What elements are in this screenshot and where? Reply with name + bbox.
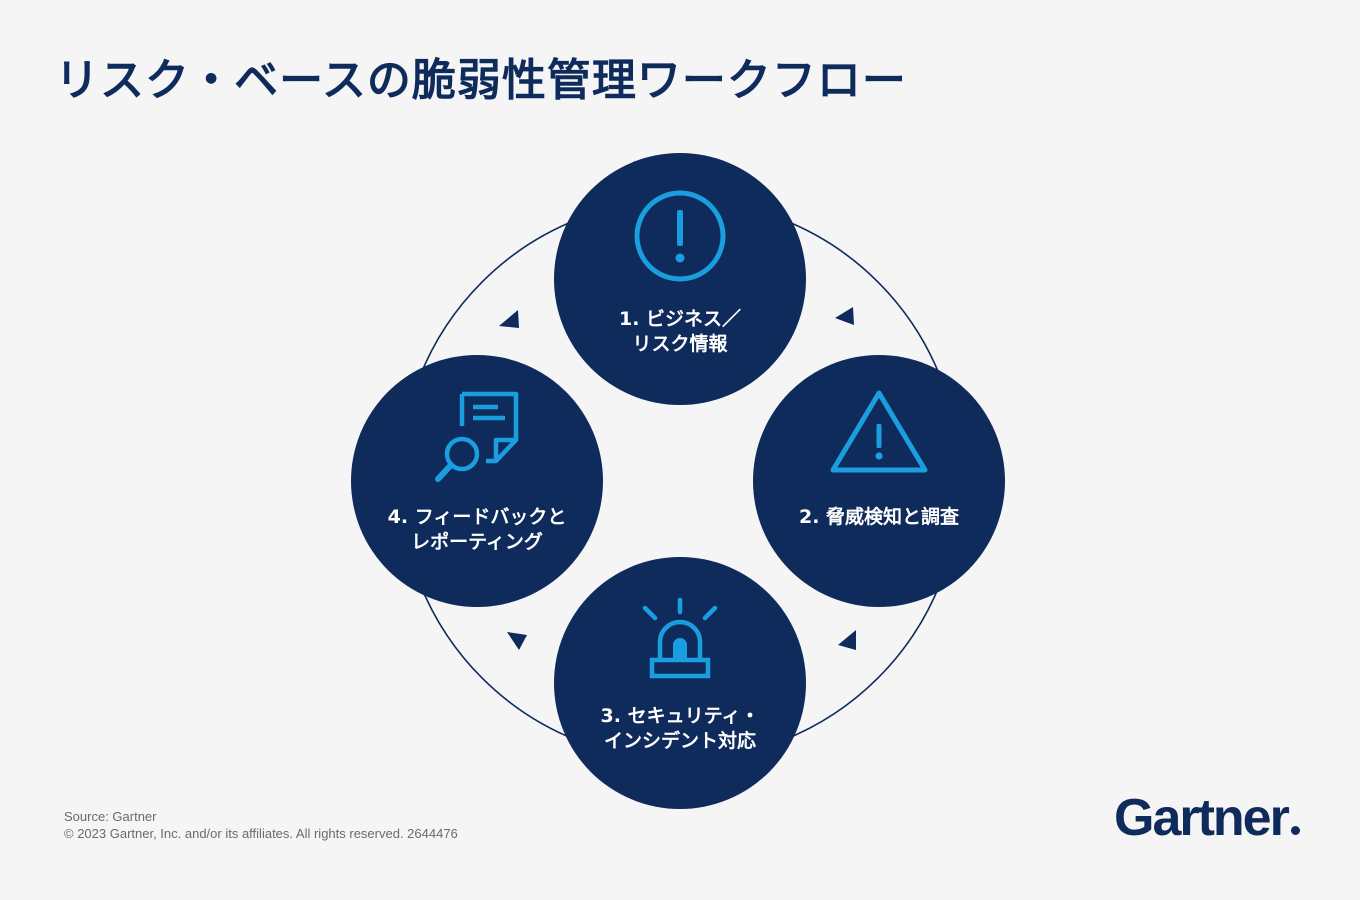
source-note: Source: Gartner © 2023 Gartner, Inc. and… — [64, 808, 458, 842]
arrow-step1-to-step2 — [835, 307, 854, 325]
alarm-siren-icon — [642, 597, 718, 679]
arrow-step2-to-step3 — [838, 630, 856, 650]
warning-triangle-icon — [830, 390, 928, 473]
step-3-label-line2: インシデント対応 — [603, 730, 756, 752]
step-1-label: 1. ビジネス／ リスク情報 — [580, 307, 780, 357]
step-4-label: 4. フィードバックと レポーティング — [367, 505, 587, 555]
step-4-label-line1: 4. フィードバックと — [387, 506, 567, 528]
page-title: リスク・ベースの脆弱性管理ワークフロー — [55, 55, 907, 106]
step-3-circle — [554, 557, 806, 809]
arrow-step4-to-step1 — [499, 310, 519, 328]
step-3-label-line1: 3. セキュリティ・ — [600, 705, 760, 727]
step-4-label-line2: レポーティング — [411, 531, 543, 553]
logo-dot — [1290, 826, 1300, 835]
step-2-label-line1: 2. 脅威検知と調査 — [798, 506, 960, 528]
step-1-label-line2: リスク情報 — [632, 333, 728, 355]
source-line: Source: Gartner — [64, 809, 157, 824]
arrow-step3-to-step4 — [507, 632, 527, 650]
gartner-logo-text: Gartner — [1114, 789, 1290, 847]
gartner-logo: Gartner — [1114, 788, 1300, 848]
step-1-label-line1: 1. ビジネス／ — [618, 308, 742, 330]
step-2-circle — [753, 355, 1005, 607]
step-2-label: 2. 脅威検知と調査 — [779, 505, 979, 530]
step-4-circle — [351, 355, 603, 607]
document-search-icon — [435, 391, 519, 482]
exclamation-circle-icon — [634, 190, 726, 282]
copyright-line: © 2023 Gartner, Inc. and/or its affiliat… — [64, 826, 458, 841]
step-3-label: 3. セキュリティ・ インシデント対応 — [580, 704, 780, 754]
